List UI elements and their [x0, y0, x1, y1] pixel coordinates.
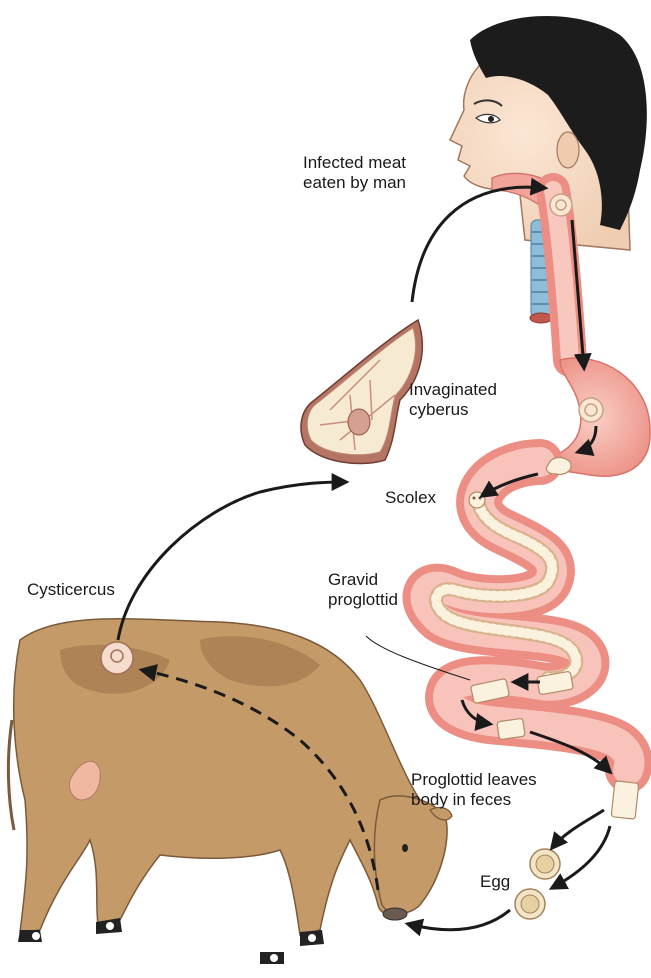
label-proglottid-leaves: Proglottid leaves body in feces [411, 770, 537, 810]
arrow-to-egg-1 [552, 810, 604, 848]
cow [8, 619, 452, 964]
label-infected-meat: Infected meat eaten by man [303, 153, 406, 193]
label-cysticercus: Cysticercus [27, 580, 115, 600]
label-egg: Egg [480, 872, 510, 892]
ear [557, 132, 579, 168]
arrow-egg-to-cow [408, 910, 510, 930]
label-gravid-proglottid: Gravid proglottid [328, 570, 398, 610]
label-scolex: Scolex [385, 488, 436, 508]
arrow-cow-to-meat [118, 482, 346, 640]
eggs [515, 849, 560, 919]
infected-meat [301, 320, 422, 464]
label-invaginated-cyberus: Invaginated cyberus [409, 380, 497, 420]
cysticercus-in-cow [101, 642, 133, 674]
arrow-to-egg-2 [552, 826, 610, 888]
